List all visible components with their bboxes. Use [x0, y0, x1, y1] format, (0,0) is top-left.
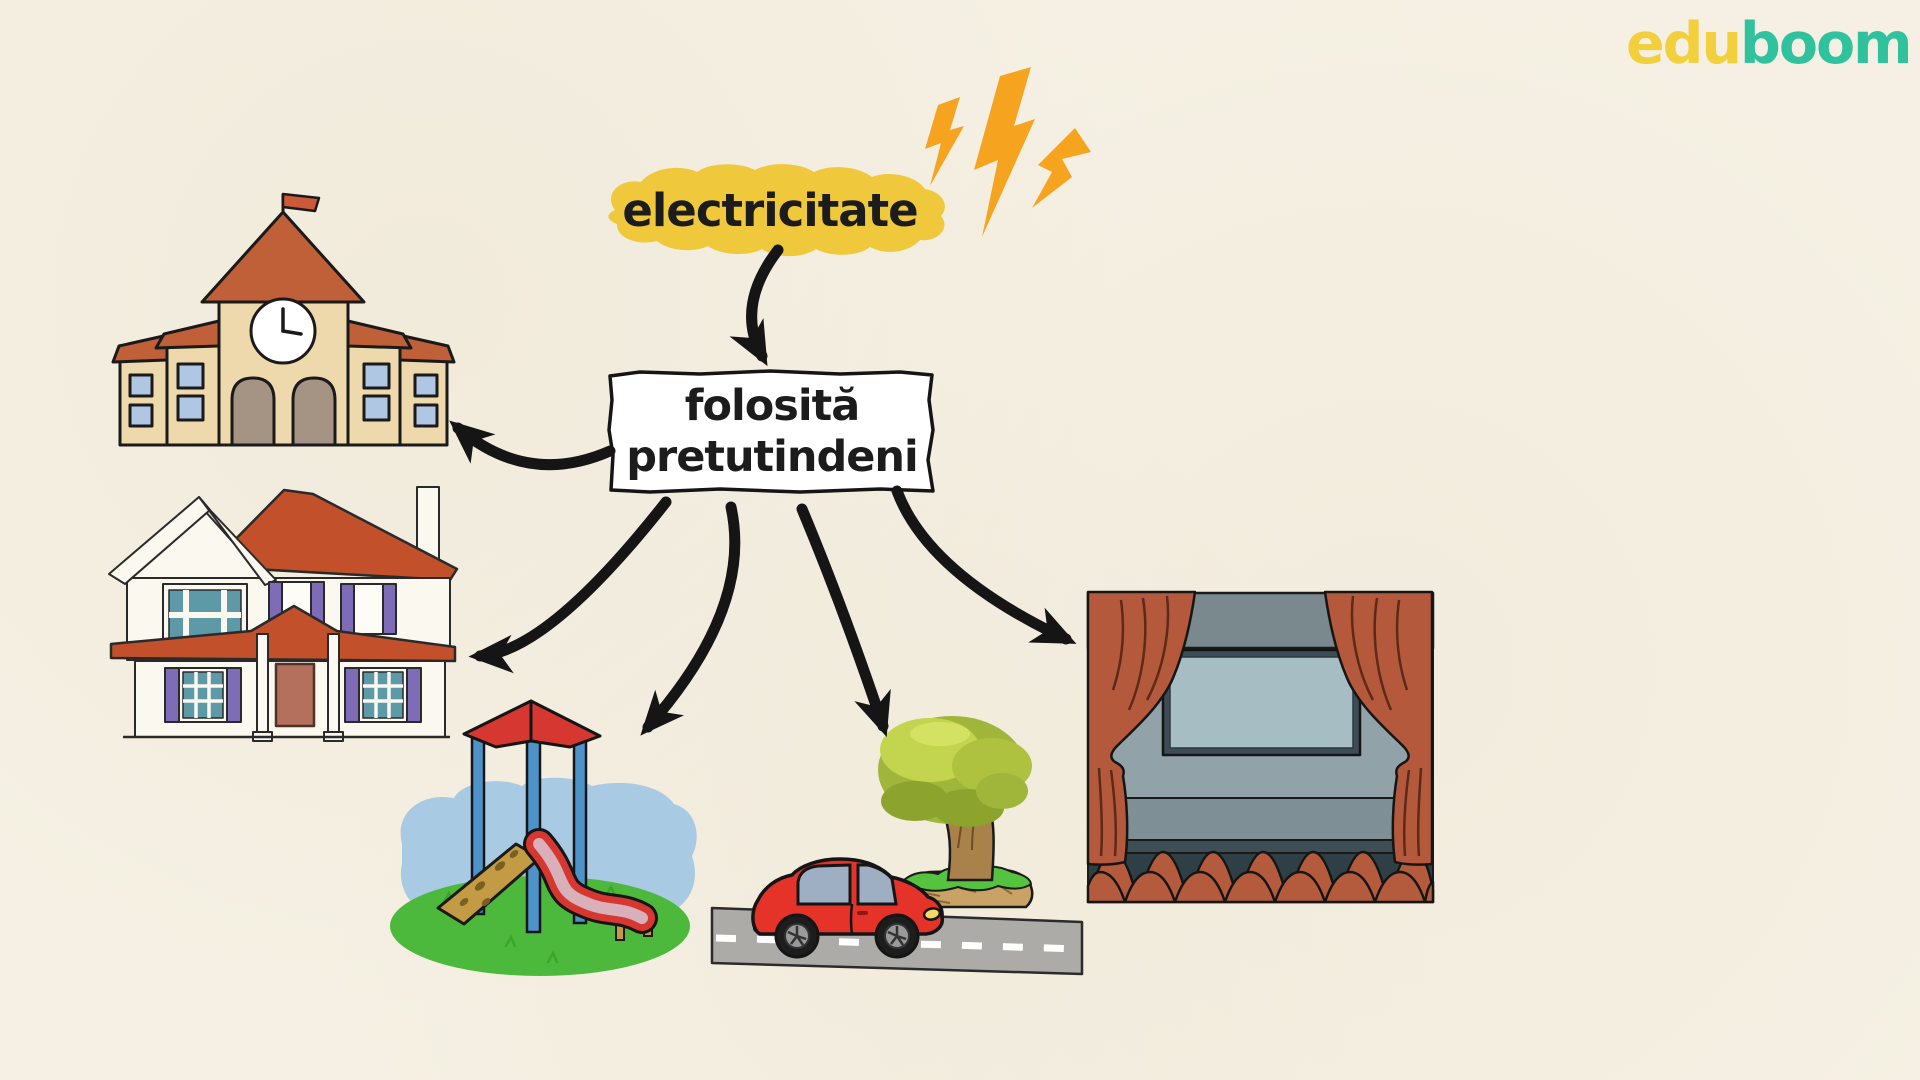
- seat-row-front: [1086, 870, 1435, 904]
- arrow-box-to-house: [468, 496, 672, 674]
- house-illustration: [108, 486, 459, 742]
- house-lower-window: [344, 667, 422, 723]
- statement-line1: folosită: [684, 381, 860, 431]
- car-windshield: [856, 863, 898, 906]
- school-window: [413, 403, 439, 428]
- clock-hand: [281, 329, 303, 336]
- arrow-box-to-car: [796, 503, 891, 737]
- highlight-blob: [608, 164, 945, 257]
- arrow-electricity-to-box: [729, 244, 784, 367]
- ramp-grips: [459, 850, 519, 906]
- stage-curtain: [1086, 590, 1197, 866]
- school-illustration: [111, 192, 456, 447]
- school-window: [176, 394, 205, 422]
- school-door: [291, 376, 337, 447]
- screen: [1169, 656, 1354, 749]
- porch-column: [256, 633, 269, 735]
- playground-illustration: [390, 699, 697, 976]
- logo-part-edu: edu: [1626, 11, 1742, 77]
- curtain-folds: [1097, 595, 1170, 857]
- window-grid: [183, 672, 223, 718]
- grass-tufts: [442, 884, 647, 964]
- street-illustration: [710, 716, 1084, 976]
- flow-arrows: [449, 244, 1077, 737]
- school-window: [413, 373, 439, 398]
- school-window: [362, 394, 391, 422]
- car-wheel: [874, 913, 920, 959]
- school-wing-wall: [398, 358, 449, 447]
- house-porch-roof: [109, 604, 457, 663]
- statement-text: folosită pretutindeni: [609, 381, 935, 483]
- school-window: [128, 403, 154, 428]
- house-shutter: [164, 667, 180, 723]
- tree-foliage: [878, 716, 1032, 827]
- stage-edge: [1087, 839, 1434, 854]
- lightning-bolt-icon: [974, 67, 1035, 237]
- window-panes: [182, 671, 224, 719]
- slide: [523, 828, 658, 934]
- school-window: [128, 373, 154, 398]
- car-door-handle: [857, 911, 868, 915]
- statement-line2: pretutindeni: [626, 432, 919, 482]
- house-shutter: [406, 667, 422, 723]
- lightning-bolt-icon: [1032, 128, 1091, 208]
- arrow-box-to-school: [449, 420, 616, 471]
- stage-curtain: [1323, 590, 1434, 866]
- eduboom-logo: eduboom: [1626, 10, 1913, 78]
- arrow-box-to-playground: [640, 501, 741, 736]
- house-shutter: [382, 583, 397, 635]
- arrow-box-to-theater: [891, 485, 1077, 645]
- window-panes: [362, 671, 404, 719]
- car-rear-window: [796, 863, 852, 906]
- school-door: [230, 376, 276, 447]
- house-gable-roof: [198, 496, 277, 586]
- school-tower-roof: [200, 210, 366, 304]
- car-wheel: [774, 913, 820, 959]
- concept-label: electricitate: [622, 184, 918, 237]
- curtain-folds: [1350, 595, 1423, 857]
- car-headlight: [922, 907, 942, 921]
- school-wing-roof: [346, 319, 413, 350]
- school-wing-roof: [154, 319, 221, 350]
- porch-column: [327, 633, 340, 735]
- school-window: [362, 362, 391, 390]
- lightning-bolts-icon: [925, 67, 1091, 237]
- school-flag: [281, 192, 321, 213]
- window-mullion: [169, 612, 241, 618]
- car-illustration: [751, 857, 945, 959]
- logo-part-boom: boom: [1740, 11, 1913, 77]
- house-shutter: [344, 667, 360, 723]
- house-lower-window: [164, 667, 242, 723]
- school-wing-wall: [118, 358, 169, 447]
- statement-box: [607, 369, 935, 494]
- house-window: [353, 583, 384, 635]
- house-door: [274, 662, 316, 728]
- lightning-bolt-icon: [925, 97, 964, 186]
- playground-canopy: [462, 699, 602, 749]
- window-grid: [363, 672, 403, 718]
- house-shutter: [340, 583, 355, 635]
- stage-apron: [1087, 797, 1434, 841]
- car-door-line: [849, 903, 854, 935]
- theater-illustration: [1086, 590, 1435, 904]
- school-window: [176, 362, 205, 390]
- house-shutter: [226, 667, 242, 723]
